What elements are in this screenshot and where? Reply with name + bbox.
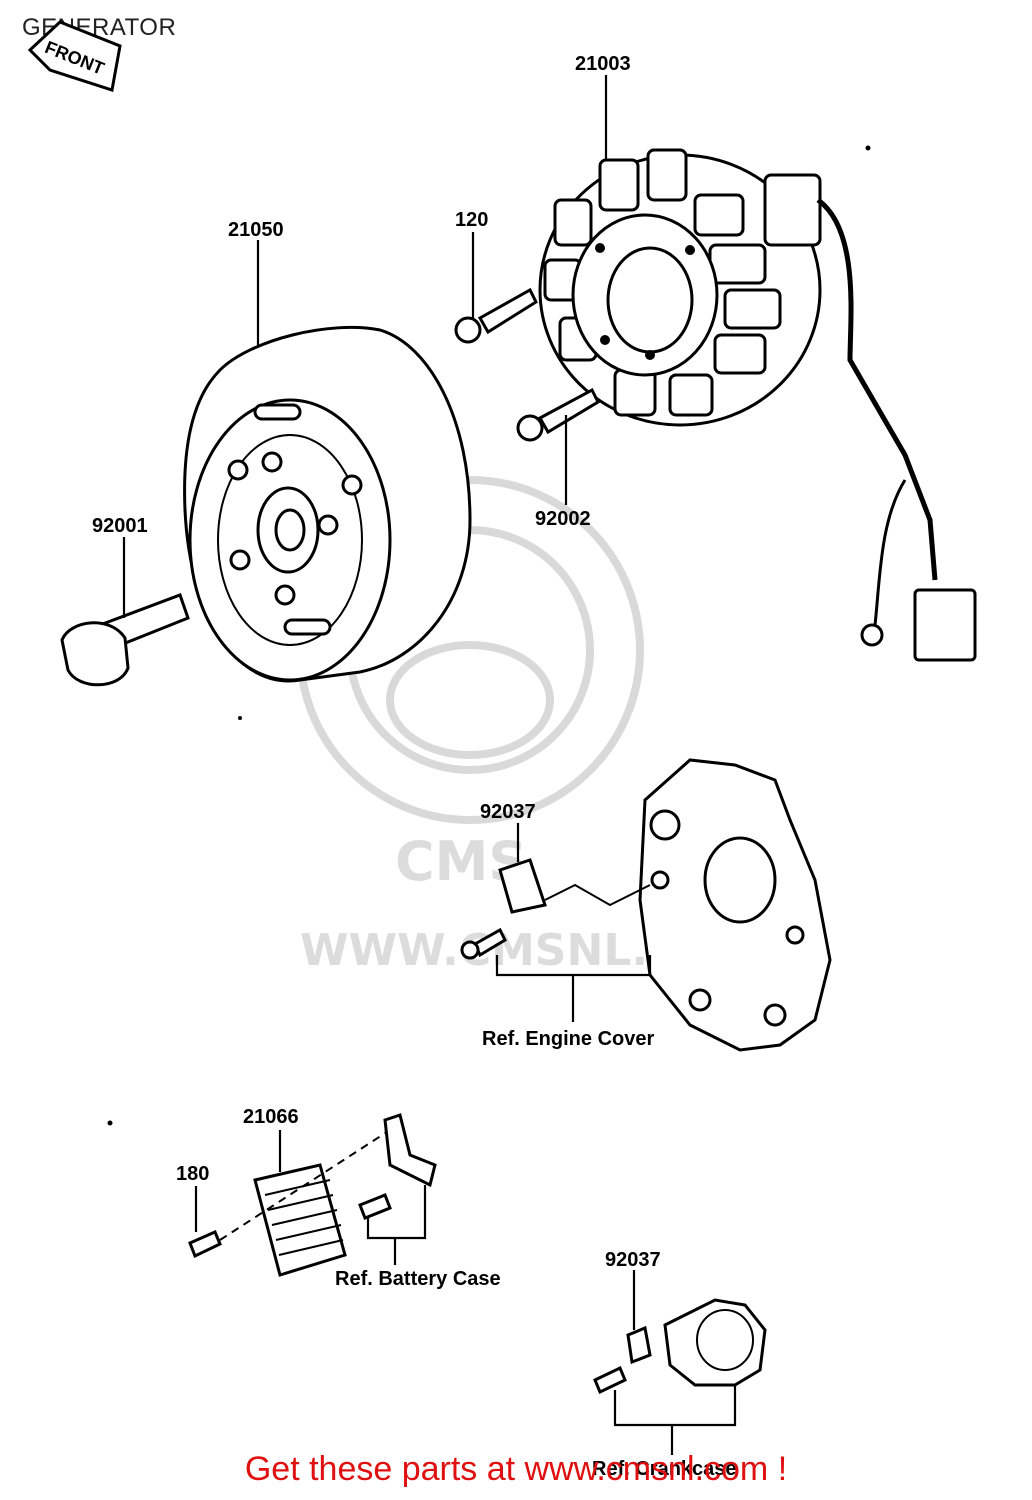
footer-link[interactable]: Get these parts at www.cmsnl.com ! (244, 1450, 788, 1488)
rotor-callout: 21050 (228, 219, 284, 345)
ref-battery-case: Ref. Battery Case (335, 1268, 501, 1290)
front-arrow-icon: FRONT (27, 20, 122, 92)
ref-engine-cover: Ref. Engine Cover (482, 1028, 654, 1050)
engine-cover (638, 758, 832, 1052)
part-number-stator: 21003 (575, 53, 631, 75)
part-number-cover-clamp: 92037 (480, 801, 536, 823)
battery-case-bracket: Ref. Battery Case (335, 1113, 501, 1290)
part-number-stator-upper-bolt: 120 (455, 209, 488, 231)
part-number-regulator: 21066 (243, 1106, 299, 1128)
stator-upper-bolt: 120 (454, 209, 538, 344)
crankcase-clamp: 92037 Ref. Crankcase (592, 1249, 767, 1480)
ref-crankcase: Ref. Crankcase (592, 1458, 737, 1480)
regulator: 21066 (243, 1106, 347, 1277)
stator-callout: 21003 (575, 53, 631, 160)
part-number-crankcase-clamp: 92037 (605, 1249, 661, 1271)
part-number-rotor-bolt: 92001 (92, 515, 148, 537)
rotor (183, 325, 472, 683)
rotor-bolt: 92001 (60, 515, 190, 687)
part-number-stator-lower-bolt: 92002 (535, 508, 591, 530)
stator (538, 148, 977, 662)
regulator-bolt: 180 (176, 1129, 391, 1259)
part-number-regulator-bolt: 180 (176, 1163, 209, 1185)
cover-clamp: 92037 Ref. Engine Cover (460, 801, 654, 1050)
part-number-rotor: 21050 (228, 219, 284, 241)
stator-lower-bolt: 92002 (516, 387, 600, 530)
